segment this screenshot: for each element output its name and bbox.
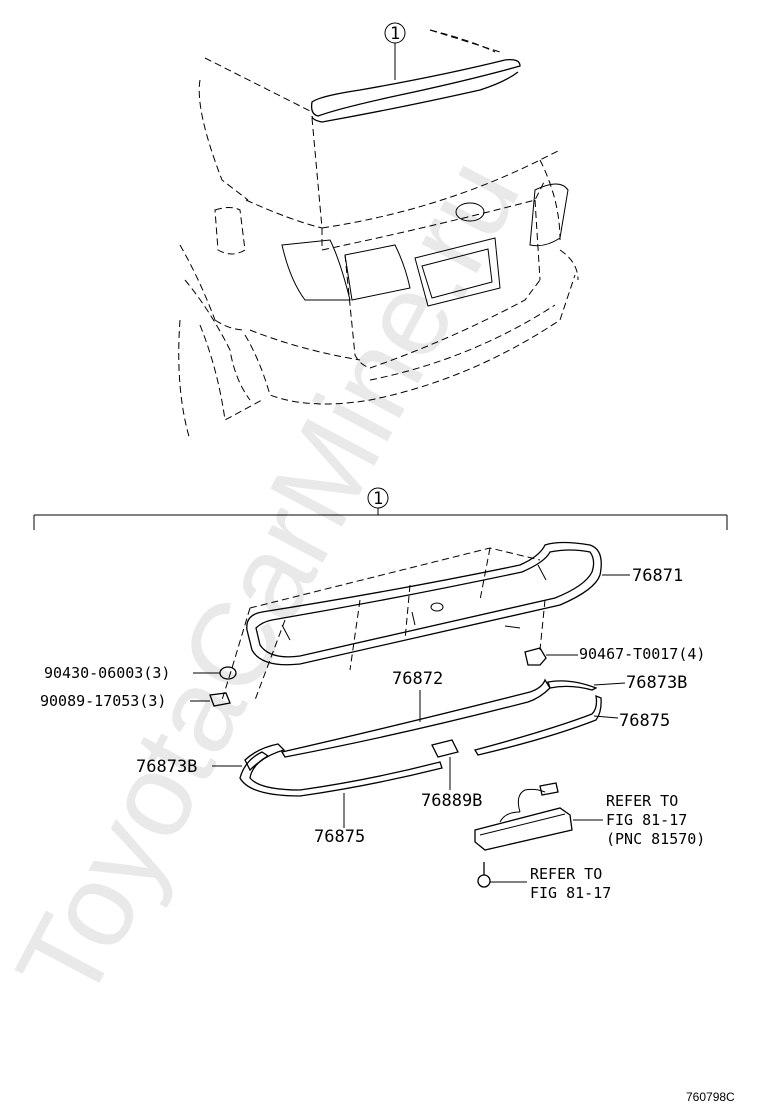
part-label-90089[interactable]: 90089-17053(3) — [40, 692, 166, 710]
vehicle-rear-illustration: 1 — [178, 22, 579, 441]
part-label-76872[interactable]: 76872 — [392, 669, 443, 689]
part-label-76889b[interactable]: 76889B — [421, 791, 482, 811]
part-label-90467[interactable]: 90467-T0017(4) — [579, 645, 705, 663]
part-label-90430[interactable]: 90430-06003(3) — [44, 664, 170, 682]
watermark: ToyotaCarMine.ru — [0, 138, 545, 1022]
part-label-76875-right[interactable]: 76875 — [619, 711, 670, 731]
ref-lamp-line-2[interactable]: FIG 81-17 — [606, 811, 687, 829]
ref-screw-line-2[interactable]: FIG 81-17 — [530, 884, 611, 902]
diagram-code: 760798C — [686, 1090, 735, 1104]
part-label-76873b-right[interactable]: 76873B — [626, 673, 687, 693]
part-label-76871[interactable]: 76871 — [632, 566, 683, 586]
ref-screw-line-1[interactable]: REFER TO — [530, 865, 602, 883]
part-label-76875-left[interactable]: 76875 — [314, 827, 365, 847]
leader-lines — [190, 574, 630, 883]
assembly-bracket: 1 — [33, 487, 728, 530]
ref-lamp-line-3[interactable]: (PNC 81570) — [606, 830, 705, 848]
spoiler-exploded-view — [209, 541, 602, 888]
part-label-76873b-left[interactable]: 76873B — [136, 757, 197, 777]
ref-lamp-line-1[interactable]: REFER TO — [606, 792, 678, 810]
part-labels: 76871 90467-T0017(4) 90430-06003(3) 9008… — [40, 566, 705, 902]
callout-top: 1 — [390, 24, 400, 44]
callout-assembly: 1 — [373, 489, 383, 509]
